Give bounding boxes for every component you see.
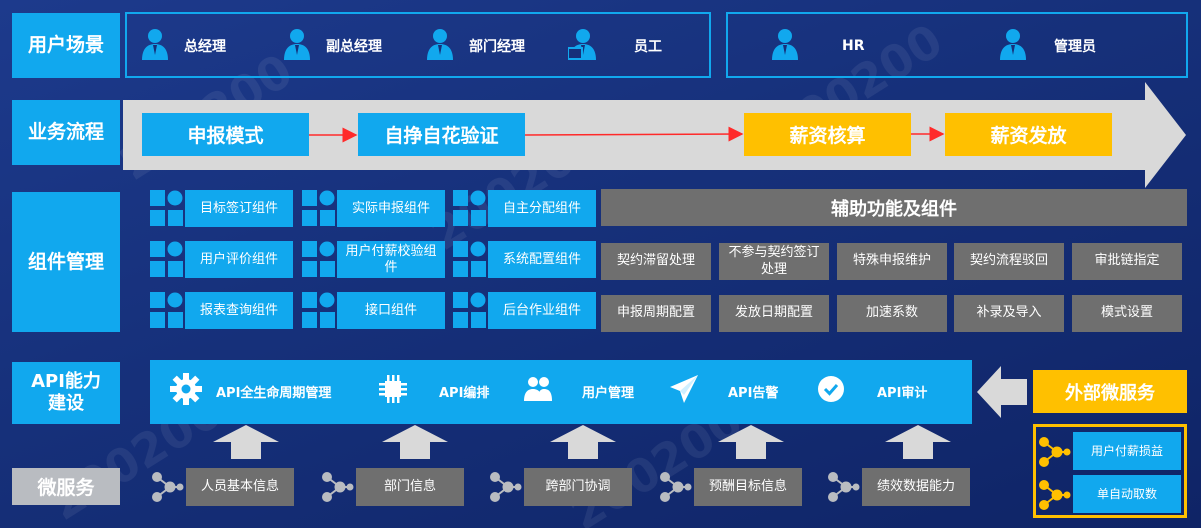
paper-plane-icon	[668, 373, 700, 409]
row-label-microservice: 微服务	[12, 468, 120, 505]
person-icon	[567, 28, 598, 64]
users-icon	[522, 373, 554, 409]
api-item[interactable]: API审计	[815, 375, 927, 407]
component-icon	[150, 292, 184, 332]
component-box[interactable]: 用户付薪校验组件	[337, 241, 445, 278]
api-item[interactable]: API编排	[377, 375, 489, 407]
api-item-label: API全生命周期管理	[216, 385, 332, 401]
aux-title: 辅助功能及组件	[601, 189, 1187, 226]
component-icon	[302, 292, 336, 332]
aux-item[interactable]: 模式设置	[1072, 295, 1182, 332]
component-box[interactable]: 后台作业组件	[488, 292, 596, 329]
microservice-box[interactable]: 部门信息	[356, 468, 464, 506]
user-name: 副总经理	[326, 39, 382, 55]
row-label-component-mgmt: 组件管理	[12, 192, 120, 332]
users-panel-left	[125, 12, 711, 78]
row-label-api-build: API能力建设	[12, 362, 120, 424]
component-icon	[150, 241, 184, 281]
user-right-0[interactable]: HR	[770, 29, 865, 63]
external-title: 外部微服务	[1033, 370, 1187, 413]
user-name: HR	[842, 38, 865, 54]
person-icon	[770, 28, 800, 64]
check-badge-icon	[815, 373, 847, 409]
row-label-business-flow: 业务流程	[12, 100, 120, 165]
person-icon	[998, 28, 1028, 64]
api-item-label: 用户管理	[582, 385, 635, 401]
component-box[interactable]: 实际申报组件	[337, 190, 445, 227]
flow-step-salary-payout[interactable]: 薪资发放	[945, 113, 1112, 156]
user-0[interactable]: 总经理	[140, 29, 226, 63]
flow-step-self-earn-verify[interactable]: 自挣自花验证	[358, 113, 525, 156]
component-box[interactable]: 用户评价组件	[185, 241, 293, 278]
user-name: 总经理	[184, 39, 226, 55]
chip-icon	[377, 373, 409, 409]
aux-item[interactable]: 审批链指定	[1072, 243, 1182, 280]
component-box[interactable]: 目标签订组件	[185, 190, 293, 227]
nodes-icon	[826, 470, 860, 508]
flow-step-declare-mode[interactable]: 申报模式	[142, 113, 309, 156]
up-arrow	[885, 425, 951, 459]
microservice-box[interactable]: 跨部门协调	[524, 468, 632, 506]
user-1[interactable]: 副总经理	[282, 29, 382, 63]
aux-item[interactable]: 不参与契约签订处理	[719, 243, 829, 280]
component-box[interactable]: 系统配置组件	[488, 241, 596, 278]
user-2[interactable]: 部门经理	[425, 29, 525, 63]
component-icon	[453, 190, 487, 230]
user-name: 管理员	[1054, 39, 1096, 55]
row-label-api-build-text: API能力建设	[31, 371, 101, 414]
api-item[interactable]: 用户管理	[522, 375, 634, 407]
nodes-icon	[150, 470, 184, 508]
nodes-icon	[488, 470, 522, 508]
aux-item[interactable]: 特殊申报维护	[837, 243, 947, 280]
flow-step-salary-calc[interactable]: 薪资核算	[744, 113, 911, 156]
component-icon	[453, 241, 487, 281]
microservice-box[interactable]: 人员基本信息	[186, 468, 294, 506]
external-left-arrow	[977, 366, 1027, 418]
microservice-box[interactable]: 绩效数据能力	[862, 468, 970, 506]
api-item-label: API编排	[439, 385, 490, 401]
api-item[interactable]: API全生命周期管理	[170, 373, 332, 409]
component-box[interactable]: 自主分配组件	[488, 190, 596, 227]
aux-item[interactable]: 契约滞留处理	[601, 243, 711, 280]
component-icon	[302, 241, 336, 281]
nodes-icon	[1037, 478, 1071, 516]
nodes-icon	[658, 470, 692, 508]
up-arrow	[213, 425, 279, 459]
flow-connector-arrow	[524, 126, 744, 142]
up-arrow	[550, 425, 616, 459]
up-arrow	[718, 425, 784, 459]
external-item[interactable]: 单自动取数	[1073, 475, 1181, 513]
component-box[interactable]: 接口组件	[337, 292, 445, 329]
gear-icon	[170, 373, 202, 409]
nodes-icon	[320, 470, 354, 508]
person-icon	[425, 28, 455, 64]
aux-item[interactable]: 补录及导入	[954, 295, 1064, 332]
person-icon	[140, 28, 170, 64]
user-name: 部门经理	[469, 39, 525, 55]
row-label-user-scene: 用户场景	[12, 13, 120, 78]
up-arrow	[382, 425, 448, 459]
external-item[interactable]: 用户付薪损益	[1073, 432, 1181, 470]
aux-item[interactable]: 契约流程驳回	[954, 243, 1064, 280]
api-item-label: API告警	[728, 385, 779, 401]
api-item-label: API审计	[877, 385, 928, 401]
component-box[interactable]: 报表查询组件	[185, 292, 293, 329]
person-icon	[282, 28, 312, 64]
user-name: 员工	[634, 39, 662, 55]
api-item[interactable]: API告警	[668, 375, 778, 407]
component-icon	[302, 190, 336, 230]
users-panel-right	[726, 12, 1188, 78]
nodes-icon	[1037, 435, 1071, 473]
aux-item[interactable]: 加速系数	[837, 295, 947, 332]
aux-item[interactable]: 申报周期配置	[601, 295, 711, 332]
component-icon	[150, 190, 184, 230]
microservice-box[interactable]: 预酬目标信息	[694, 468, 802, 506]
user-3[interactable]: 员工	[567, 28, 662, 64]
user-right-1[interactable]: 管理员	[998, 29, 1096, 63]
external-panel	[1033, 424, 1187, 518]
aux-item[interactable]: 发放日期配置	[719, 295, 829, 332]
component-icon	[453, 292, 487, 332]
